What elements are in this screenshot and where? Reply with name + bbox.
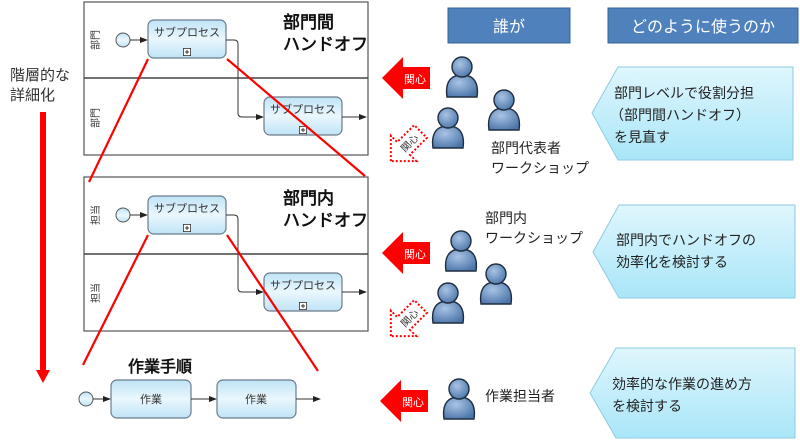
- svg-text:作業: 作業: [245, 393, 267, 406]
- svg-text:関心: 関心: [399, 132, 422, 155]
- subprocess-marker-icon: [183, 224, 191, 232]
- svg-text:作業担当者: 作業担当者: [485, 389, 555, 405]
- person-icon: [442, 378, 476, 420]
- person-icon: [431, 282, 465, 324]
- svg-text:部門内: 部門内: [485, 211, 527, 227]
- pool-title: ハンドオフ: [283, 35, 368, 55]
- interest-arrow-3: 関心: [380, 380, 428, 422]
- who-label-3: 作業担当者: [485, 389, 555, 405]
- subprocess-marker-icon: [299, 126, 307, 134]
- hierarchy-label: 階層的な 詳細化: [10, 66, 70, 104]
- person-icon: [444, 230, 478, 272]
- pool-interdepartment: 部門 部門 サブプロセス サブプロセス 部門間 ハンドオフ: [83, 1, 369, 156]
- person-icon: [487, 89, 521, 131]
- svg-text:階層的な: 階層的な: [10, 66, 70, 84]
- how-callout-2: 部門内でハンドオフの 効率化を検討する: [592, 204, 796, 299]
- svg-text:を見直す: を見直す: [614, 129, 670, 146]
- person-icon: [431, 107, 465, 149]
- svg-text:効率的な作業の進め方: 効率的な作業の進め方: [612, 376, 752, 393]
- who-label-2: 部門内 ワークショップ: [485, 211, 583, 247]
- svg-text:誰が: 誰が: [493, 17, 525, 36]
- work-procedure: 作業手順 作業 作業: [78, 357, 321, 419]
- svg-text:サブプロセス: サブプロセス: [154, 25, 220, 39]
- pool-title: ハンドオフ: [283, 211, 368, 231]
- svg-text:部門代表者: 部門代表者: [491, 141, 561, 157]
- indirect-interest-arrow-1: 関心: [389, 123, 429, 163]
- svg-text:サブプロセス: サブプロセス: [270, 102, 336, 116]
- lane-label: 部門: [89, 108, 102, 128]
- lane-label: 担当: [89, 205, 102, 225]
- start-event-icon: [115, 32, 131, 48]
- svg-text:ワークショップ: ワークショップ: [491, 161, 589, 177]
- svg-text:部門内でハンドオフの: 部門内でハンドオフの: [616, 233, 756, 249]
- svg-text:効率化を検討する: 効率化を検討する: [616, 254, 728, 271]
- svg-text:サブプロセス: サブプロセス: [270, 278, 336, 292]
- person-icon: [479, 263, 513, 305]
- subprocess-marker-icon: [183, 48, 191, 56]
- pool-title: 部門間: [283, 12, 334, 33]
- pool-intradepartment: 担当 担当 サブプロセス サブプロセス 部門内 ハンドオフ: [83, 176, 369, 332]
- svg-text:部門レベルで役割分担: 部門レベルで役割分担: [614, 85, 754, 102]
- header-how: どのように使うのか: [607, 7, 799, 44]
- how-callout-3: 効率的な作業の進め方 を検討する: [589, 347, 796, 439]
- interest-arrow-1: 関心: [382, 57, 430, 99]
- svg-text:作業: 作業: [140, 393, 162, 406]
- indirect-interest-arrow-2: 関心: [389, 298, 429, 338]
- svg-text:関心: 関心: [404, 73, 426, 86]
- lane-label: 部門: [89, 30, 102, 50]
- svg-text:サブプロセス: サブプロセス: [154, 201, 220, 215]
- svg-text:どのように使うのか: どのように使うのか: [631, 17, 775, 36]
- start-event-icon: [115, 207, 131, 223]
- svg-text:を検討する: を検討する: [612, 399, 682, 415]
- subprocess-marker-icon: [299, 302, 307, 310]
- svg-text:（部門間ハンドオフ）: （部門間ハンドオフ）: [610, 108, 750, 124]
- how-callout-1: 部門レベルで役割分担 （部門間ハンドオフ） を見直す: [591, 66, 794, 161]
- down-arrow-icon: [36, 112, 50, 383]
- detail-lines: [82, 58, 366, 372]
- svg-text:関心: 関心: [404, 248, 426, 261]
- header-who: 誰が: [447, 7, 571, 44]
- svg-text:ワークショップ: ワークショップ: [485, 231, 583, 247]
- interest-arrow-2: 関心: [382, 232, 430, 274]
- svg-text:関心: 関心: [399, 307, 422, 330]
- subprocess-task: [147, 19, 227, 59]
- svg-text:関心: 関心: [402, 396, 424, 409]
- person-icon: [445, 56, 479, 98]
- start-event-icon: [78, 391, 94, 407]
- who-label-1: 部門代表者 ワークショップ: [491, 141, 589, 177]
- svg-text:詳細化: 詳細化: [10, 86, 55, 104]
- work-title: 作業手順: [128, 357, 193, 376]
- lane-label: 担当: [89, 283, 102, 303]
- pool-title: 部門内: [283, 188, 334, 209]
